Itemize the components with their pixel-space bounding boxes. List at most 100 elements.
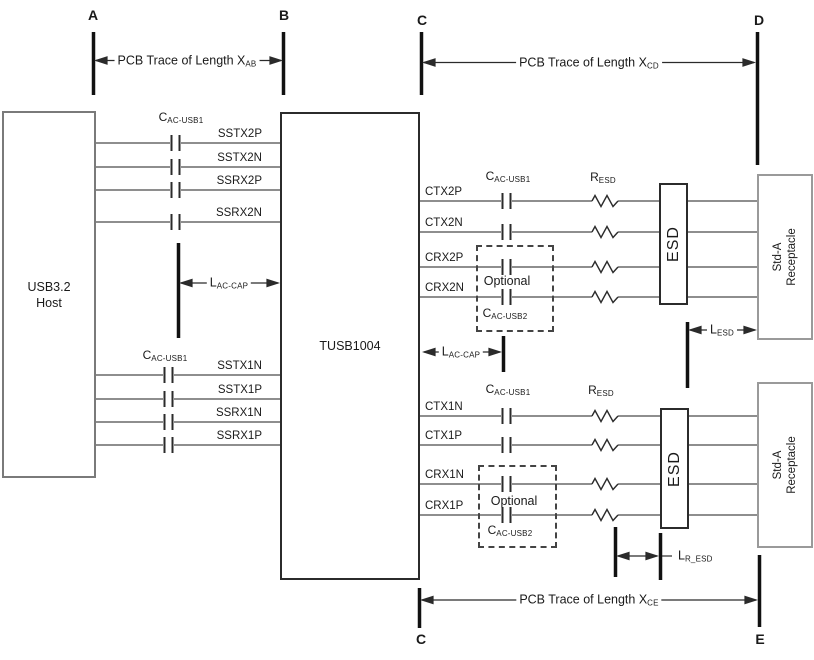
signal-label-sstx2n: SSTX2N [217,152,262,164]
trace-length-ab-label: PCB Trace of Length XAB [114,53,260,69]
optional-cap-box-bottom [478,465,557,548]
cap-label-host-ch2: CAC-USB1 [159,110,204,125]
cap-label-conn-ch1: CAC-USB1 [486,382,531,397]
cap-main: C [485,169,495,183]
point-label-e: E [755,631,765,647]
resistor-zigzag [591,438,619,452]
arrowhead [645,551,659,561]
signal-label-ctx1n: CTX1N [425,401,463,413]
host-label-line1: USB3.2 [27,279,71,294]
receptacle-top-line1: Std-A [772,242,785,272]
cap-label-optional-bottom: CAC-USB2 [488,523,533,538]
cap-sub: AC-USB1 [494,388,531,397]
arrowhead [743,325,757,335]
trace-length-ce-label: PCB Trace of Length XCE [516,592,662,608]
trace-ab-sub: AB [245,59,257,69]
signal-label-sstx1p: SSTX1P [217,384,262,396]
signal-label-ctx2p: CTX2P [425,186,463,198]
signal-label-ssrx2n: SSRX2N [215,207,262,219]
l-esd-label: LESD [706,322,738,338]
trace-ce-sub: CE [647,598,659,608]
cap-main: C [487,523,497,537]
host-wires-ch1 [96,374,280,446]
esd-resistors [591,194,619,522]
conn-wires-ch1 [420,415,757,516]
resistor-zigzag [591,290,619,304]
arrowhead [266,278,280,288]
signal-label-ssrx2p: SSRX2P [216,175,262,187]
arrowhead [420,595,434,605]
cap-sub: AC-USB2 [496,529,533,538]
signal-label-ctx2n: CTX2N [425,217,463,229]
trace-cd-sub: CD [646,61,659,71]
optional-cap-box-top [476,245,554,332]
l-r-esd-main: L [678,548,685,563]
cap-sub: AC-USB1 [167,116,204,125]
tusb1004-label: TUSB1004 [319,339,381,353]
cap-main: C [142,348,152,362]
point-label-d: D [753,12,765,28]
signal-label-ctx1p: CTX1P [425,430,463,442]
usb3-host-label: USB3.2 Host [27,279,70,311]
cap-label-conn-ch2: CAC-USB1 [486,169,531,184]
receptacle-label-top: Std-A Receptacle [771,228,799,286]
receptacle-bottom-line1: Std-A [772,450,785,480]
esd-label-bottom: ESD [665,450,683,487]
usb3-host-block: USB3.2 Host [2,111,96,478]
conn-wires-ch2 [420,200,757,298]
resistor-sub: ESD [596,389,614,398]
signal-label-sstx2p: SSTX2P [217,128,262,140]
signal-label-crx1p: CRX1P [425,500,464,512]
measure-bars [91,32,762,628]
cap-sub: AC-USB1 [151,354,188,363]
resistor-zigzag [591,508,619,522]
cap-label-optional-top: CAC-USB2 [483,306,528,321]
cap-main: C [482,306,492,320]
arrowhead [742,58,756,67]
esd-block-top: ESD [659,183,688,305]
signal-label-sstx1n: SSTX1N [217,360,262,372]
arrowhead [179,278,193,288]
signal-label-ssrx1n: SSRX1N [215,407,262,419]
std-a-receptacle-top: Std-A Receptacle [757,174,813,340]
tusb1004-block: TUSB1004 [280,112,420,580]
ac-capacitors-host-ch2 [170,135,181,230]
resistor-zigzag [591,225,619,239]
point-label-a: A [87,7,99,23]
resistor-zigzag [591,194,619,208]
l-ac-cap-sub: AC-CAP [448,350,481,360]
arrowhead [422,347,436,357]
resistor-zigzag [591,260,619,274]
l-r-esd-label: LR_ESD [675,548,716,564]
cap-main: C [158,110,168,124]
arrowhead [488,347,502,357]
l-esd-sub: ESD [716,328,735,338]
resistor-label-ch1: RESD [588,383,614,398]
signal-label-crx2n: CRX2N [425,282,464,294]
host-label-line2: Host [36,295,62,310]
arrowhead [94,56,108,65]
arrowhead [269,56,283,65]
esd-label-top: ESD [664,226,682,262]
ac-capacitors-host-ch1 [163,367,174,453]
resistor-sub: ESD [598,176,616,185]
cap-sub: AC-USB2 [491,312,528,321]
l-ac-cap-main: L [209,275,217,290]
arrowhead [744,595,758,605]
l-ac-cap-label-left: LAC-CAP [206,275,252,291]
cap-sub: AC-USB1 [494,175,531,184]
point-label-c-top: C [416,12,428,28]
optional-label-bottom: Optional [490,494,538,508]
l-esd-main: L [709,322,717,337]
arrowhead [422,58,436,67]
esd-block-bottom: ESD [660,408,689,529]
signal-label-ssrx1p: SSRX1P [216,430,262,442]
trace-cd-text: PCB Trace of Length X [519,55,647,70]
receptacle-label-bottom: Std-A Receptacle [771,436,799,494]
arrowhead [616,551,630,561]
signal-label-crx1n: CRX1N [425,469,464,481]
receptacle-bottom-line2: Receptacle [786,436,799,494]
optional-label-top: Optional [483,274,531,288]
l-ac-cap-sub: AC-CAP [216,281,249,291]
